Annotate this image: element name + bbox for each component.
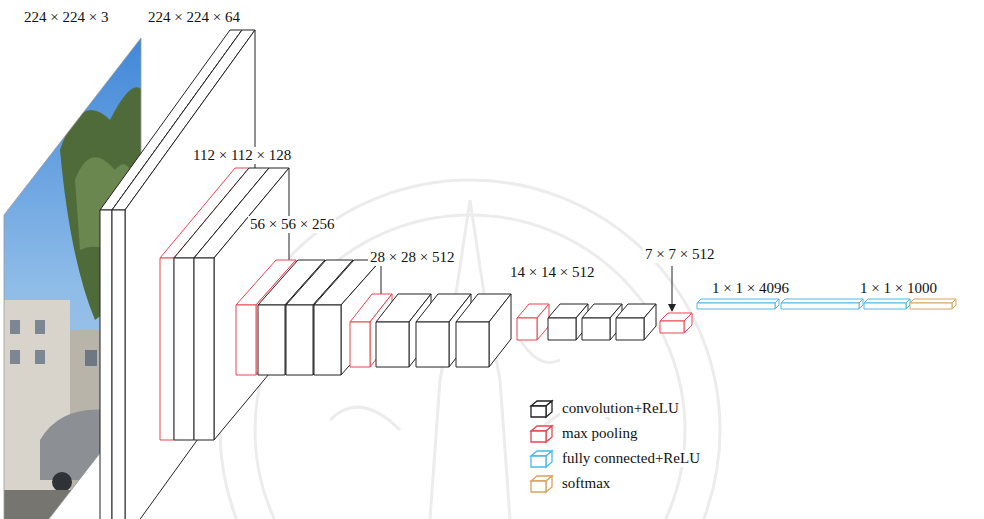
swatch-face — [546, 426, 552, 442]
layer-blocks — [100, 30, 956, 519]
dimension-label: 224 × 224 × 3 — [22, 9, 110, 26]
legend-label: convolution+ReLU — [560, 400, 681, 417]
block-face — [697, 299, 779, 303]
legend-item: softmax — [528, 471, 702, 496]
block-face — [660, 321, 684, 333]
block-face — [314, 305, 341, 375]
block-face — [952, 299, 956, 309]
swatch-face — [531, 431, 546, 442]
layer-block — [616, 304, 656, 340]
swatch-face — [531, 456, 546, 467]
dimension-label: 56 × 56 × 256 — [248, 216, 336, 233]
layer-block — [456, 294, 511, 367]
legend-item: convolution+ReLU — [528, 396, 702, 421]
layer-block — [517, 304, 549, 340]
block-face — [697, 303, 775, 309]
block-face — [174, 258, 194, 440]
dimension-label: 1 × 1 × 4096 — [710, 280, 791, 297]
block-face — [194, 258, 214, 440]
legend-swatch — [528, 424, 554, 444]
pointer-arrow — [668, 266, 676, 312]
block-face — [456, 322, 489, 367]
layer-block — [781, 299, 863, 309]
layer-block — [697, 299, 779, 309]
block-face — [616, 318, 644, 340]
block-face — [286, 305, 313, 375]
dimension-label: 224 × 224 × 64 — [146, 9, 242, 26]
block-face — [864, 303, 906, 309]
dimension-label: 14 × 14 × 512 — [508, 264, 596, 281]
legend-label: fully connected+ReLU — [560, 450, 702, 467]
block-face — [489, 294, 511, 367]
block-face — [416, 322, 449, 367]
block-face — [537, 304, 549, 340]
block-face — [236, 305, 256, 375]
legend-item: max pooling — [528, 421, 702, 446]
legend-swatch — [528, 449, 554, 469]
block-face — [864, 299, 910, 303]
block-face — [781, 299, 863, 303]
dimension-label: 112 × 112 × 128 — [191, 147, 293, 164]
legend-label: softmax — [560, 475, 612, 492]
layer-block — [910, 299, 956, 309]
legend-swatch — [528, 474, 554, 494]
block-face — [582, 318, 610, 340]
block-face — [781, 303, 859, 309]
block-face — [350, 322, 370, 367]
dimension-label: 28 × 28 × 512 — [368, 249, 456, 266]
dimension-label: 1 × 1 × 1000 — [858, 280, 939, 297]
legend: convolution+ReLU max pooling fully connect… — [528, 396, 702, 496]
block-face — [548, 318, 576, 340]
swatch-face — [546, 451, 552, 467]
swatch-face — [531, 481, 546, 492]
watermark-seal — [220, 180, 720, 519]
block-face — [906, 299, 910, 309]
block-face — [775, 299, 779, 309]
legend-item: fully connected+ReLU — [528, 446, 702, 471]
layer-block — [660, 313, 692, 333]
layer-block — [864, 299, 910, 309]
block-face — [112, 210, 125, 519]
swatch-face — [546, 401, 552, 417]
legend-label: max pooling — [560, 425, 639, 442]
block-face — [258, 305, 285, 375]
block-face — [517, 318, 537, 340]
block-face — [910, 299, 956, 303]
dimension-label: 7 × 7 × 512 — [643, 246, 716, 263]
block-face — [376, 322, 409, 367]
swatch-face — [531, 406, 546, 417]
block-face — [100, 210, 112, 519]
block-face — [160, 258, 174, 440]
swatch-face — [546, 476, 552, 492]
legend-swatch — [528, 399, 554, 419]
block-face — [910, 303, 952, 309]
block-face — [684, 313, 692, 333]
block-face — [859, 299, 863, 309]
block-face — [644, 304, 656, 340]
